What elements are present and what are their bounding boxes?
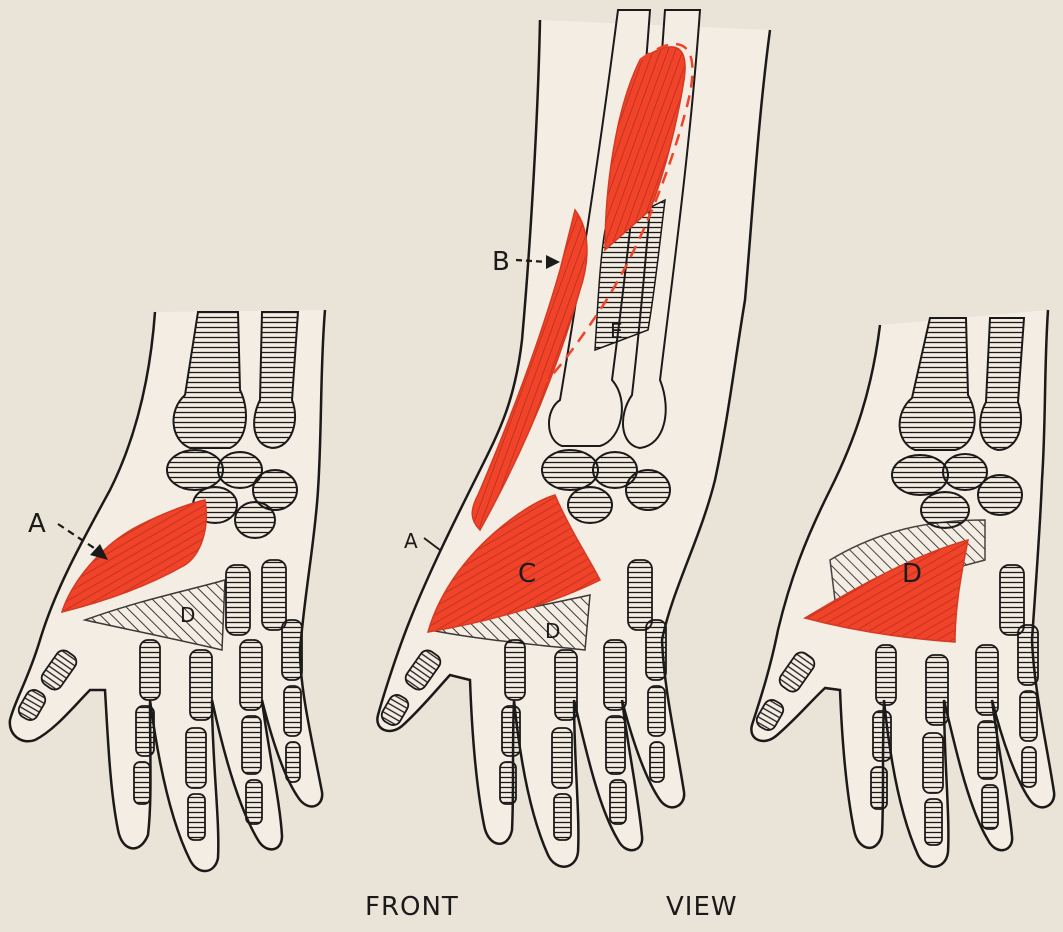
- left-label-a: A: [28, 509, 46, 539]
- middle-label-b: B: [492, 247, 510, 277]
- middle-label-c: C: [518, 559, 536, 589]
- middle-label-d: D: [545, 619, 560, 643]
- middle-pointer-a: [424, 538, 440, 550]
- right-hand-figure: D: [751, 310, 1054, 867]
- right-label-d: D: [902, 559, 922, 589]
- caption-front: FRONT: [365, 892, 459, 922]
- left-label-d: D: [180, 603, 195, 627]
- left-hand-figure: A D: [10, 310, 325, 871]
- middle-hand-figure: B E A C D: [377, 10, 770, 867]
- middle-label-e: E: [610, 319, 623, 343]
- left-ulna-bone: [254, 312, 298, 448]
- middle-label-a: A: [404, 529, 418, 553]
- caption-view: VIEW: [666, 892, 738, 922]
